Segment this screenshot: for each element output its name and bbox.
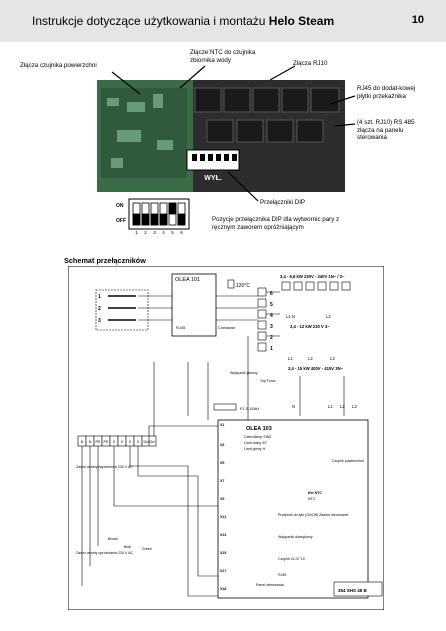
svg-text:PE: PE — [95, 440, 101, 444]
svg-text:X7: X7 — [220, 479, 224, 483]
svg-text:Brown: Brown — [108, 537, 118, 541]
svg-text:2: 2 — [144, 230, 147, 235]
svg-text:3: 3 — [153, 230, 156, 235]
svg-text:2: 2 — [270, 335, 273, 341]
svg-text:3: 3 — [270, 324, 273, 330]
svg-text:5: 5 — [171, 230, 174, 235]
svg-text:X5: X5 — [220, 461, 224, 465]
svg-text:Top Force: Top Force — [260, 379, 276, 383]
switch-schematic: OLEA 101 RJ45 Contactor 120°C 123 65 43 … — [68, 266, 384, 610]
svg-text:Czujnik CLS7 10: Czujnik CLS7 10 — [278, 557, 305, 561]
svg-text:Wyłącznik dźwiękowy: Wyłącznik dźwiękowy — [278, 535, 313, 539]
wyl-label: WYŁ. — [204, 175, 222, 182]
svg-text:5: 5 — [270, 302, 273, 308]
page-header: Instrukcje dotyczące użytkowania i monta… — [0, 0, 446, 42]
svg-text:1: 1 — [135, 230, 138, 235]
svg-text:PE: PE — [103, 440, 109, 444]
svg-text:120°C: 120°C — [236, 283, 250, 289]
svg-text:L2: L2 — [308, 356, 313, 361]
svg-text:RJ45: RJ45 — [278, 573, 286, 577]
svg-text:L2: L2 — [340, 404, 345, 409]
svg-text:X11: X11 — [220, 515, 226, 519]
valve2-label: Zawór wodny opróżniania 230 V AC — [76, 551, 134, 555]
svg-text:X13: X13 — [220, 533, 226, 537]
svg-text:X9: X9 — [220, 497, 224, 501]
olea103-label: OLEA 103 — [246, 426, 272, 432]
svg-text:Panel sterowania: Panel sterowania — [256, 583, 284, 587]
svg-text:Limit górny H: Limit górny H — [244, 447, 266, 451]
svg-text:2: 2 — [98, 306, 101, 312]
svg-text:X1: X1 — [220, 423, 224, 427]
section-title: Schemat przełączników — [64, 256, 146, 265]
svg-text:N: N — [292, 404, 295, 409]
svg-text:4: 4 — [270, 313, 273, 319]
svg-text:NTC: NTC — [308, 497, 316, 501]
pcb-photo: WYŁ. — [97, 80, 345, 192]
dip-switch-diagram: ON OFF 1 2 3 4 5 6 — [116, 198, 190, 235]
power-row-3: 3,4 - 15 kW 400V - 415V 3N~ — [288, 366, 344, 371]
label-rj10-panel: (4 szt. RJ10) RS 485 złącza na panelu st… — [357, 119, 415, 141]
svg-text:L3: L3 — [352, 404, 357, 409]
power-row-2: 3,4 - 12 kW 230 V 3~ — [290, 324, 330, 329]
svg-text:Limit dolny 4V: Limit dolny 4V — [244, 441, 267, 445]
label-rj45: RJ45 do dodat-kowej płytki przekaźnika — [357, 85, 416, 100]
label-dip-switches: Przełączniki DIP — [260, 199, 306, 206]
svg-text:Czujnik powierzchni: Czujnik powierzchni — [332, 459, 364, 463]
page-number: 10 — [411, 14, 424, 26]
label-ntc-sensor: Złącze NTC do czujnika zbiornika wody — [190, 49, 256, 64]
olea101-label: OLEA 101 — [175, 277, 200, 283]
svg-text:Przejście do tyłu (On/Off) Zda: Przejście do tyłu (On/Off) Zdalne sterow… — [278, 513, 348, 517]
svg-text:X18: X18 — [220, 587, 226, 591]
svg-text:L3: L3 — [330, 356, 335, 361]
svg-text:3: 3 — [98, 318, 101, 324]
svg-text:6: 6 — [270, 291, 273, 297]
power-row-1: 3,4 - 6,6 kW 230V - 240V 1N~ / 2~ — [280, 274, 345, 279]
dip-description: Pozycje przełącznika DIP dla wytwornic p… — [212, 216, 340, 231]
svg-text:X: X — [121, 440, 124, 444]
svg-text:X: X — [137, 440, 140, 444]
label-surface-sensor: Złącza czujnika powierzchni — [20, 62, 97, 69]
svg-text:Green: Green — [142, 547, 152, 551]
svg-text:L1 N: L1 N — [286, 314, 295, 319]
svg-text:X15: X15 — [220, 551, 226, 555]
svg-text:X3: X3 — [220, 443, 224, 447]
page-title: Instrukcje dotyczące użytkowania i monta… — [32, 14, 335, 28]
svg-text:1: 1 — [98, 294, 101, 300]
svg-text:1: 1 — [270, 346, 273, 352]
svg-text:Blue: Blue — [124, 545, 131, 549]
svg-text:Czterolamp SIN2: Czterolamp SIN2 — [244, 435, 271, 439]
schematic-code: 354 SHS 46 B — [338, 588, 368, 593]
svg-text:F1 0,15AH: F1 0,15AH — [240, 406, 259, 411]
svg-text:Ext NTC: Ext NTC — [308, 491, 322, 495]
svg-text:X: X — [129, 440, 132, 444]
svg-text:6: 6 — [180, 230, 183, 235]
svg-text:L2: L2 — [326, 314, 331, 319]
svg-text:Contactor: Contactor — [218, 325, 236, 330]
valve1-label: Zawór wodny napełnienia 230 V AC — [76, 465, 133, 469]
dip-on-label: ON — [116, 203, 124, 209]
svg-text:X17: X17 — [220, 569, 226, 573]
label-rj10: Złącza RJ10 — [293, 60, 328, 67]
svg-text:L1: L1 — [328, 404, 333, 409]
dip-off-label: OFF — [116, 218, 126, 224]
svg-text:X: X — [113, 440, 116, 444]
svg-text:N: N — [81, 440, 84, 444]
svg-text:4: 4 — [162, 230, 165, 235]
svg-text:Wyłącznik główny: Wyłącznik główny — [230, 371, 258, 375]
svg-text:L1: L1 — [288, 356, 293, 361]
svg-text:RJ45: RJ45 — [176, 325, 186, 330]
svg-text:N: N — [89, 440, 92, 444]
